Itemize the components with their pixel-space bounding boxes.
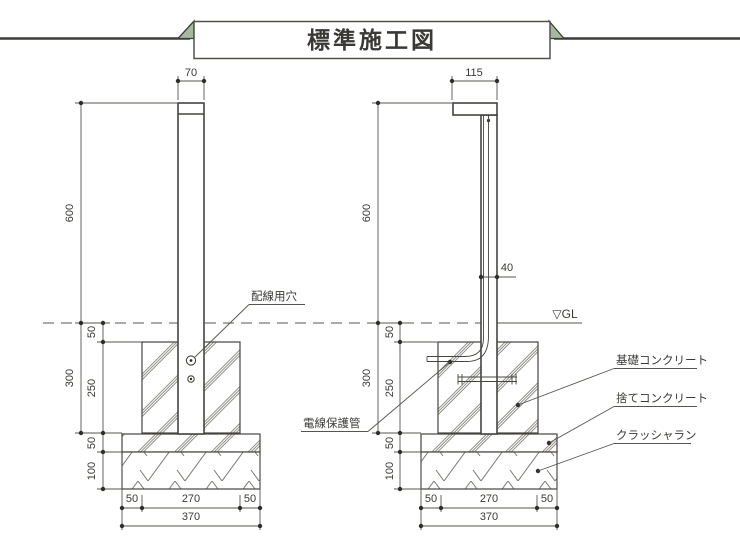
material-callouts: 基礎コンクリート 捨てコンクリート クラッシャラン 電線保護管: [301, 354, 708, 474]
side-dim-right-margin: 50: [541, 493, 553, 505]
ribbon-fold-right-icon: [548, 19, 566, 40]
foundation-callout: 基礎コンクリート: [515, 354, 708, 408]
side-dim-top-width: 115: [465, 67, 483, 79]
header-banner: 標準施工図: [0, 19, 740, 60]
foundation-leader-line: [517, 368, 615, 406]
side-dim-post-depth: 40: [501, 262, 513, 274]
front-dim-crusher-height: 100: [86, 462, 98, 480]
side-dim-height: 600: [361, 204, 373, 222]
side-dim-footing-height: 250: [384, 379, 396, 397]
front-dim-total-width: 370: [182, 511, 200, 523]
side-dim-total-width: 370: [480, 511, 498, 523]
gl-label: ▽GL: [552, 307, 578, 321]
lean-concrete-leader-line: [548, 406, 615, 444]
front-dim-gl-offset: 50: [86, 326, 98, 338]
side-dim-embed: 300: [361, 369, 373, 387]
wiring-hole-leader-line: [194, 304, 250, 358]
side-dim-crusher-height: 100: [384, 462, 396, 480]
front-dimension-dots: [78, 78, 263, 529]
crusher-run-callout: クラッシャラン: [535, 429, 697, 474]
front-dimension-lines: [80, 80, 260, 527]
side-dim-footing-width: 270: [480, 493, 498, 505]
side-dimension-dots: [375, 78, 560, 529]
front-dim-lean-height: 50: [86, 437, 98, 449]
conduit-leader-line: [367, 361, 451, 432]
side-dim-left-margin: 50: [425, 493, 437, 505]
wiring-hole-center-dot: [189, 359, 193, 362]
title-box: [193, 20, 551, 60]
front-dim-top-width: 70: [185, 67, 197, 79]
front-lean-concrete: [121, 433, 261, 453]
foundation-label: 基礎コンクリート: [616, 354, 708, 367]
crusher-run-label: クラッシャラン: [616, 429, 697, 442]
wiring-hole-label: 配線用穴: [251, 289, 297, 303]
conduit-callout: 電線保護管: [301, 359, 453, 432]
front-post: [177, 102, 205, 435]
conduit-label: 電線保護管: [303, 416, 361, 430]
front-dim-left-margin: 50: [126, 493, 138, 505]
lean-concrete-callout: 捨てコンクリート: [546, 391, 708, 446]
lean-concrete-label: 捨てコンクリート: [616, 391, 708, 405]
side-dim-gl-offset: 50: [384, 326, 396, 338]
crusher-run-leader-line: [537, 443, 615, 472]
front-dim-footing-height: 250: [86, 379, 98, 397]
front-dim-right-margin: 50: [244, 493, 256, 505]
front-bolt-center-dot: [189, 377, 193, 381]
side-post-head: [452, 102, 498, 116]
conduit-pipe: [426, 115, 489, 362]
anchor-bolt: [457, 374, 517, 385]
front-dim-embed: 300: [64, 369, 76, 387]
front-crusher-run: [121, 451, 261, 490]
wiring-hole-callout: 配線用穴: [194, 289, 305, 358]
front-view: 配線用穴 70 600 300 50 250 50 100 50 270 50 …: [64, 67, 305, 530]
page-title: 標準施工図: [307, 27, 437, 53]
ribbon-fold-left-icon: [176, 19, 195, 40]
side-view: 115 40 600 300 50 250 50 100 50 270 50 3…: [361, 67, 560, 530]
front-dim-height: 600: [64, 204, 76, 222]
side-lean-concrete: [420, 433, 558, 453]
side-dim-lean-height: 50: [384, 437, 396, 449]
front-dim-footing-width: 270: [182, 493, 200, 505]
